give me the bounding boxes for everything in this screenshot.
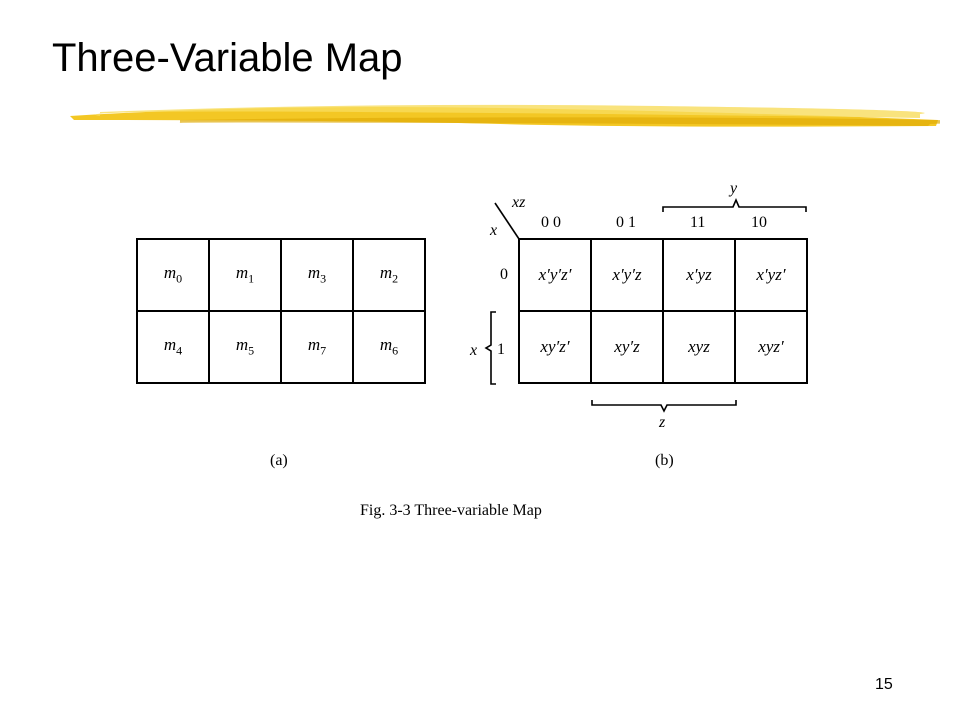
kmap-b-col-header: 0 1 (616, 214, 636, 231)
page-number: 15 (875, 676, 893, 693)
kmap-b-wrap: x′y′z′ x′y′z x′yz x′yz′ xy′z′ xy′z xyz x… (518, 238, 808, 384)
kmap-b-cell: xyz′ (734, 310, 808, 384)
kmap-b-cell: x′y′z′ (518, 238, 592, 312)
brush-stroke-dark (178, 117, 940, 126)
kmap-a-row-0: m0 m1 m3 m2 (136, 238, 426, 312)
title-underline-brush (70, 104, 940, 127)
kmap-a-cell: m3 (280, 238, 354, 312)
kmap-b-corner-col-var: xz (512, 194, 526, 211)
kmap-a-cell: m0 (136, 238, 210, 312)
kmap-a-cell: m4 (136, 310, 210, 384)
kmap-b-z-label: z (659, 414, 666, 431)
kmap-b-cell: x′yz (662, 238, 736, 312)
kmap-b-cell: x′yz′ (734, 238, 808, 312)
kmap-b-cell: xy′z (590, 310, 664, 384)
kmap-a-cell: m7 (280, 310, 354, 384)
kmap-b-cell: xy′z′ (518, 310, 592, 384)
slide-title: Three-Variable Map (52, 36, 403, 80)
kmap-b: x′y′z′ x′y′z x′yz x′yz′ xy′z′ xy′z xyz x… (518, 238, 808, 384)
kmap-a-row-1: m4 m5 m7 m6 (136, 310, 426, 384)
kmap-b-cell: x′y′z (590, 238, 664, 312)
kmap-b-row-0: x′y′z′ x′y′z x′yz x′yz′ (518, 238, 808, 312)
kmap-b-y-bracket (662, 197, 807, 212)
kmap-b-col-header: 10 (751, 214, 767, 231)
figure-caption: Fig. 3-3 Three-variable Map (360, 502, 542, 519)
kmap-b-y-label: y (730, 180, 738, 197)
kmap-b-row-header: 1 (497, 341, 505, 358)
kmap-b-caption: (b) (655, 452, 674, 469)
brush-stroke-light (95, 104, 925, 118)
kmap-b-corner-row-var: x (490, 222, 498, 239)
kmap-b-x-bracket (484, 311, 496, 385)
kmap-b-cell: xyz (662, 310, 736, 384)
kmap-b-col-header: 11 (690, 214, 706, 231)
kmap-b-x-label: x (470, 342, 478, 359)
kmap-b-col-header: 0 0 (541, 214, 561, 231)
kmap-b-row-1: xy′z′ xy′z xyz xyz′ (518, 310, 808, 384)
kmap-b-z-bracket (591, 400, 737, 413)
kmap-a-cell: m5 (208, 310, 282, 384)
kmap-b-row-header: 0 (500, 266, 508, 283)
kmap-a-cell: m2 (352, 238, 426, 312)
kmap-a: m0 m1 m3 m2 m4 m5 m7 m6 (136, 238, 426, 384)
kmap-a-caption: (a) (270, 452, 288, 469)
kmap-a-cell: m1 (208, 238, 282, 312)
kmap-a-cell: m6 (352, 310, 426, 384)
